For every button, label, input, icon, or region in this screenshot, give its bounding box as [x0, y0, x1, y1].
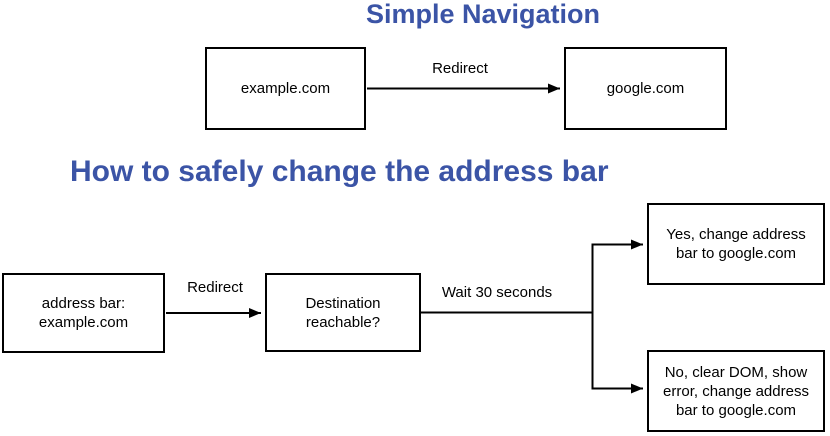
safe-change-title: How to safely change the address bar: [70, 155, 609, 188]
node-example-com: example.com: [205, 47, 366, 130]
node-address-bar: address bar: example.com: [2, 273, 165, 353]
node-google-com-label: google.com: [606, 80, 685, 97]
node-destination-reachable-label: Destination reachable?: [305, 294, 381, 331]
edge-label-simple-redirect: Redirect: [430, 60, 490, 77]
node-address-bar-label: address bar: example.com: [38, 295, 129, 331]
node-no-clear-dom-label: No, clear DOM, show error, change addres…: [663, 363, 809, 419]
node-destination-reachable: Destination reachable?: [265, 273, 421, 352]
arrow-branch-yes: [591, 239, 643, 314]
node-example-com-label: example.com: [240, 80, 331, 97]
node-yes-change-address-label: Yes, change address bar to google.com: [666, 226, 806, 262]
node-no-clear-dom: No, clear DOM, show error, change addres…: [647, 350, 825, 432]
edge-label-safe-redirect: Redirect: [185, 279, 245, 296]
edge-label-wait-30-seconds: Wait 30 seconds: [439, 284, 555, 301]
arrow-branch-no: [591, 311, 643, 394]
simple-navigation-title: Simple Navigation: [365, 0, 601, 29]
node-yes-change-address: Yes, change address bar to google.com: [647, 203, 825, 285]
node-google-com: google.com: [564, 47, 727, 130]
